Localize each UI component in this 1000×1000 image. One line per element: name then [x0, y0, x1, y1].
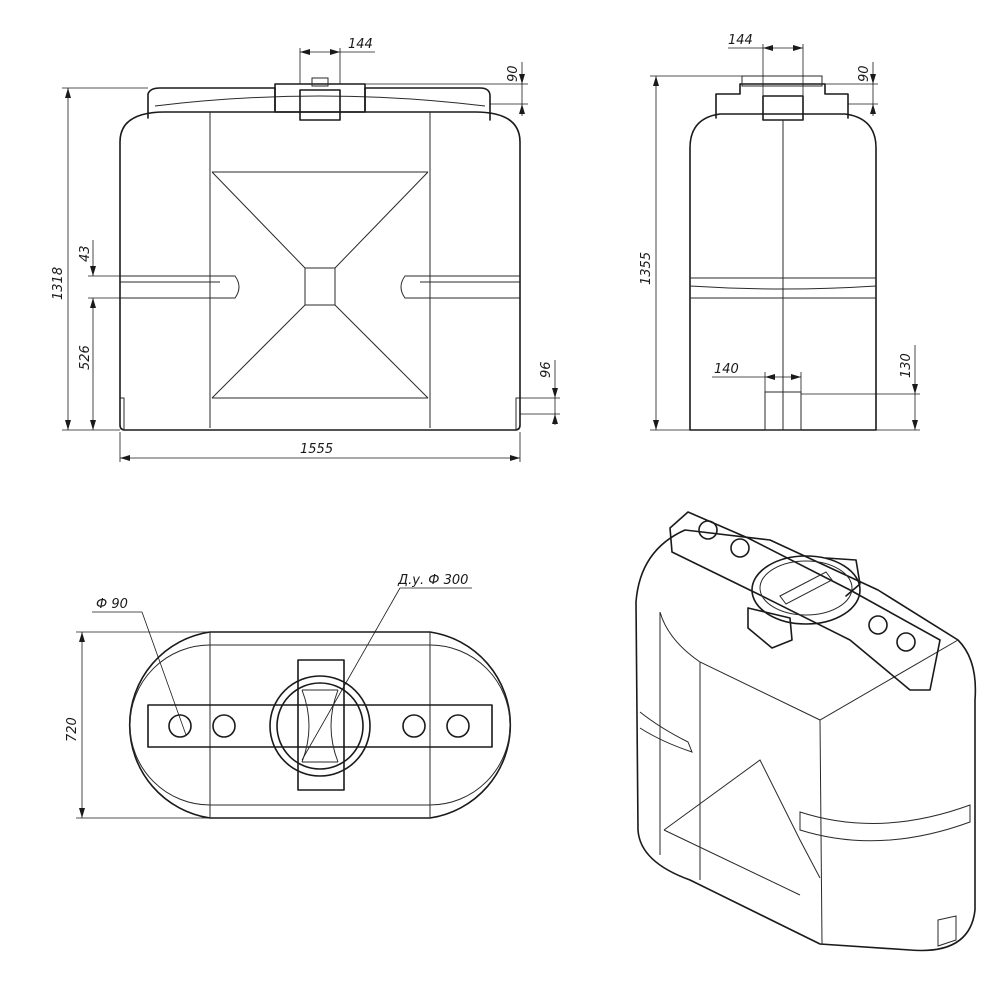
top-view-body: [128, 631, 512, 819]
side-view: 1355 144 90 140 130: [639, 33, 920, 431]
side-neck-height-dimension: 90: [857, 65, 872, 82]
side-neck-width-dimension: 144: [728, 33, 753, 48]
front-neck-width-dimension: 144: [348, 37, 373, 52]
front-groove-height-dimension: 43: [78, 245, 93, 262]
isometric-view: [635, 511, 977, 952]
top-view: 720 Ф 90 Д.у. Ф 300: [65, 573, 512, 819]
hole-diameter-callout: Ф 90: [96, 597, 128, 612]
front-groove-elevation-dimension: 526: [78, 345, 93, 370]
side-view-body: [689, 75, 877, 431]
front-base-height-dimension: 96: [539, 361, 554, 378]
top-depth-dimension: 720: [65, 717, 80, 742]
fill-hole: [168, 714, 192, 738]
hatch-diameter-callout: Д.у. Ф 300: [397, 573, 468, 588]
front-view: 1555 1318 43 526 144 90: [51, 37, 560, 462]
side-outlet-height-dimension: 130: [899, 353, 914, 378]
side-outlet-width-dimension: 140: [714, 362, 739, 377]
front-width-dimension: 1555: [300, 442, 333, 457]
front-view-body: [119, 77, 521, 431]
side-height-dimension: 1355: [639, 252, 654, 285]
front-neck-height-dimension: 90: [506, 65, 521, 82]
front-height-dimension: 1318: [51, 267, 66, 300]
